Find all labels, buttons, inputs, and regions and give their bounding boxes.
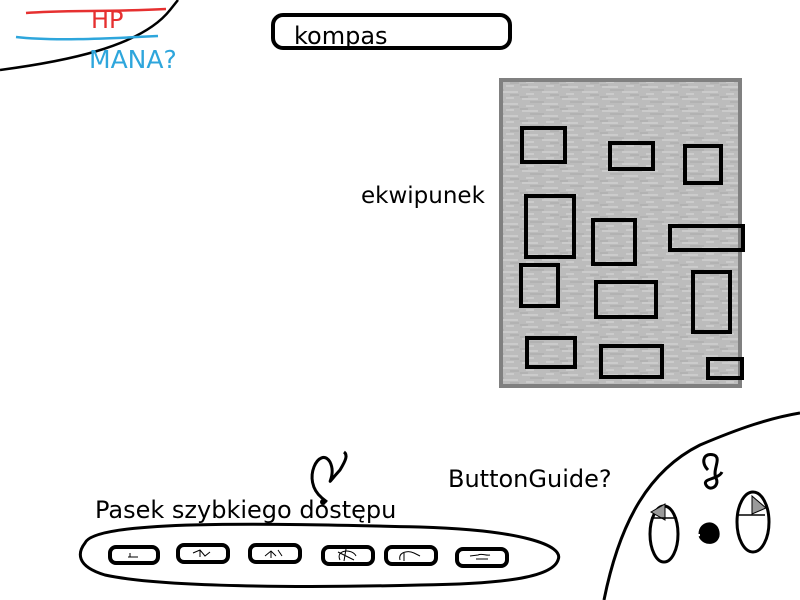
quickbar-slot-2 — [176, 543, 230, 564]
item-icon-4 — [337, 548, 357, 562]
quickbar-slot-2-hit[interactable] — [178, 543, 228, 564]
inventory-slot — [591, 218, 637, 266]
mana-bar — [15, 34, 159, 41]
quickbar-slot-4-hit[interactable] — [323, 545, 373, 566]
inventory-slot — [599, 344, 664, 379]
compass-widget[interactable] — [273, 15, 510, 48]
inventory-slot — [525, 336, 577, 369]
center-blob — [698, 522, 720, 544]
compass-frame — [271, 13, 512, 50]
inventory-slot — [524, 194, 576, 259]
quickbar-outline — [78, 522, 561, 588]
squiggle-dot — [320, 499, 326, 505]
inventory-panel-area[interactable] — [501, 80, 740, 386]
quickbar-slot-6-hit[interactable] — [457, 547, 507, 568]
right-stick-oval — [735, 490, 771, 554]
compass-label: kompas — [294, 22, 388, 50]
squiggle-mark — [310, 450, 348, 504]
mana-label: MANA? — [89, 45, 177, 74]
inventory-slot — [691, 270, 732, 334]
quickbar-label: Pasek szybkiego dostępu — [95, 496, 397, 524]
controller-outline — [602, 411, 800, 600]
quickbar-slot-1-hit[interactable] — [110, 545, 158, 565]
inventory-slot — [608, 141, 655, 171]
controller-squiggle — [702, 452, 724, 490]
inventory-slot — [668, 224, 745, 252]
quickbar-slot-4 — [321, 545, 375, 566]
quickbar-slot-1 — [108, 545, 160, 565]
quickbar-slots — [108, 543, 509, 568]
quickbar-slot-5-hit[interactable] — [386, 545, 436, 566]
button-guide-label: ButtonGuide? — [448, 465, 612, 493]
inventory-slot — [683, 144, 723, 185]
hud-corner-arc — [0, 0, 179, 72]
quickbar-slot-6 — [455, 547, 509, 568]
item-icon-2 — [192, 549, 211, 557]
inventory-slot — [706, 357, 744, 380]
item-icon-1 — [128, 553, 138, 558]
inventory-slot — [594, 280, 658, 319]
inventory-slots — [519, 126, 745, 380]
quickbar-item-icons — [128, 548, 491, 562]
quickbar-slot-5 — [384, 545, 438, 566]
quickbar-slot-3-hit[interactable] — [250, 543, 300, 564]
hp-label: HP — [91, 6, 124, 34]
item-icon-5 — [399, 551, 421, 561]
inventory-panel — [499, 78, 742, 388]
inventory-label: ekwipunek — [361, 183, 485, 209]
left-trigger — [649, 503, 666, 521]
inventory-slot — [520, 126, 567, 164]
item-icon-6 — [469, 553, 491, 560]
item-icon-3 — [264, 549, 283, 558]
hp-bar — [25, 7, 167, 15]
quickbar-slot-3 — [248, 543, 302, 564]
inventory-slot — [519, 263, 560, 308]
right-trigger — [751, 494, 767, 515]
